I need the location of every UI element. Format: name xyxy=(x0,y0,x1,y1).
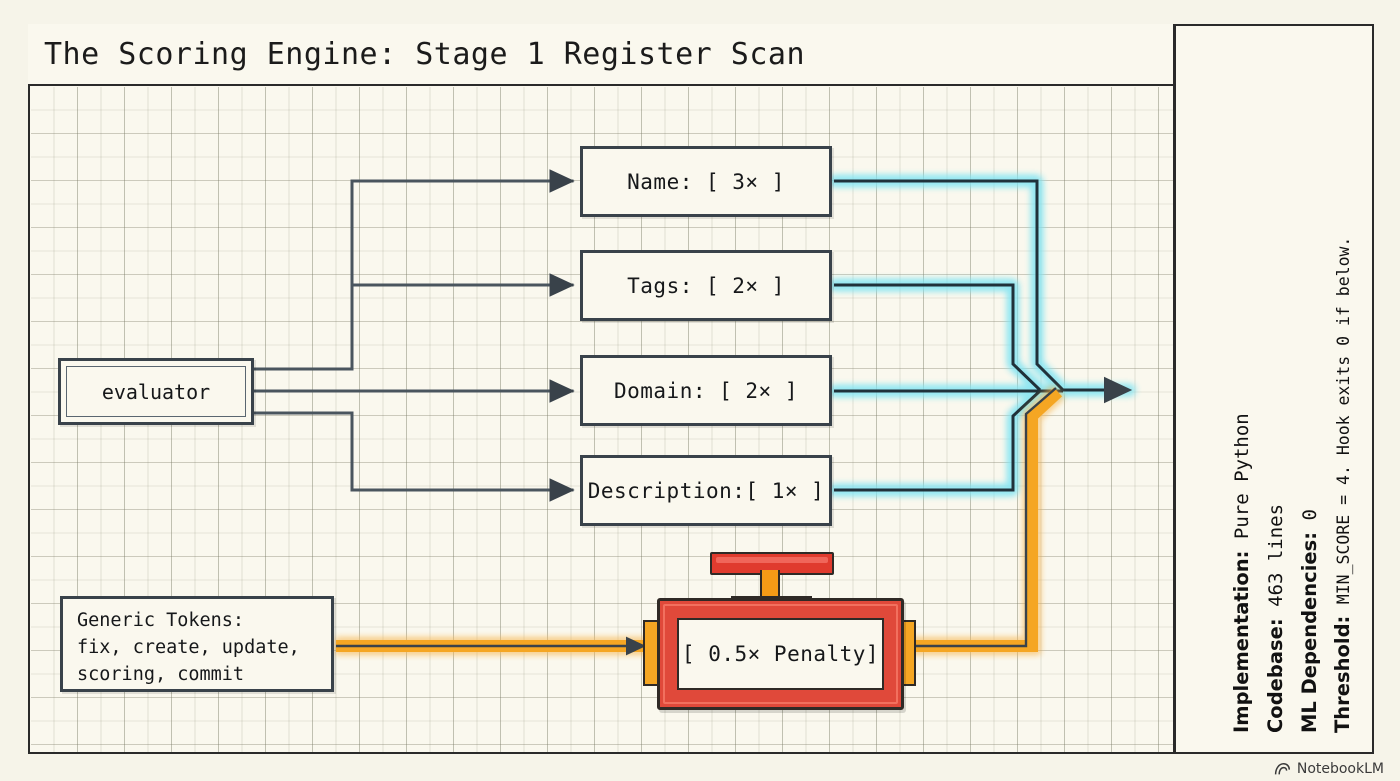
node-field-name[interactable]: Name: [ 3× ] xyxy=(580,146,832,217)
node-evaluator-inner: evaluator xyxy=(66,366,246,417)
stat-implementation-key: Implementation: xyxy=(1230,550,1253,733)
stat-threshold: Threshold: MIN_SCORE = 4. Hook exits 0 i… xyxy=(1331,86,1356,733)
stat-ml-dependencies: ML Dependencies: 0 xyxy=(1298,86,1323,733)
generic-tokens-title: Generic Tokens: xyxy=(77,610,245,631)
node-field-domain-label: Domain: [ 2× ] xyxy=(613,378,798,403)
stats-panel: Implementation: Pure Python Codebase: 46… xyxy=(1176,86,1372,751)
valve-stem xyxy=(760,570,780,602)
notebooklm-logo-icon xyxy=(1274,763,1290,775)
generic-tokens-line-2: scoring, commit xyxy=(77,664,245,685)
stat-implementation-value: Pure Python xyxy=(1231,413,1253,540)
valve-inner: [ 0.5× Penalty] xyxy=(677,618,884,690)
node-field-description-label: Description:[ 1× ] xyxy=(587,478,825,503)
watermark: NotebookLM xyxy=(1274,761,1384,777)
generic-tokens-line-1: fix, create, update, xyxy=(77,637,300,658)
node-evaluator-label: evaluator xyxy=(101,379,211,404)
node-field-tags[interactable]: Tags: [ 2× ] xyxy=(580,250,832,321)
watermark-label: NotebookLM xyxy=(1296,761,1384,777)
node-evaluator[interactable]: evaluator xyxy=(58,358,254,425)
valve-body: [ 0.5× Penalty] xyxy=(657,598,904,710)
panel-divider xyxy=(1173,24,1176,754)
title-bar: The Scoring Engine: Stage 1 Register Sca… xyxy=(28,24,1175,86)
stat-codebase-value: 463 lines xyxy=(1264,503,1287,607)
node-field-domain[interactable]: Domain: [ 2× ] xyxy=(580,355,832,426)
stat-implementation: Implementation: Pure Python xyxy=(1230,86,1255,733)
stat-codebase: Codebase: 463 lines xyxy=(1264,86,1289,733)
node-penalty-valve[interactable]: [ 0.5× Penalty] xyxy=(643,548,916,710)
stat-threshold-key: Threshold: xyxy=(1331,615,1355,733)
stat-ml-dependencies-key: ML Dependencies: xyxy=(1297,531,1321,733)
penalty-label: [ 0.5× Penalty] xyxy=(681,642,880,666)
node-field-tags-label: Tags: [ 2× ] xyxy=(627,273,785,298)
page-title: The Scoring Engine: Stage 1 Register Sca… xyxy=(44,36,806,72)
stats-panel-rotated: Implementation: Pure Python Codebase: 46… xyxy=(1176,86,1372,751)
node-field-description[interactable]: Description:[ 1× ] xyxy=(580,455,832,526)
node-field-name-label: Name: [ 3× ] xyxy=(627,169,785,194)
node-generic-tokens[interactable]: Generic Tokens: fix, create, update, sco… xyxy=(60,596,334,692)
stat-codebase-key: Codebase: xyxy=(1263,618,1287,733)
stat-threshold-value: MIN_SCORE = 4. Hook exits 0 if below. xyxy=(1334,236,1354,605)
stat-ml-dependencies-value: 0 xyxy=(1298,509,1321,521)
